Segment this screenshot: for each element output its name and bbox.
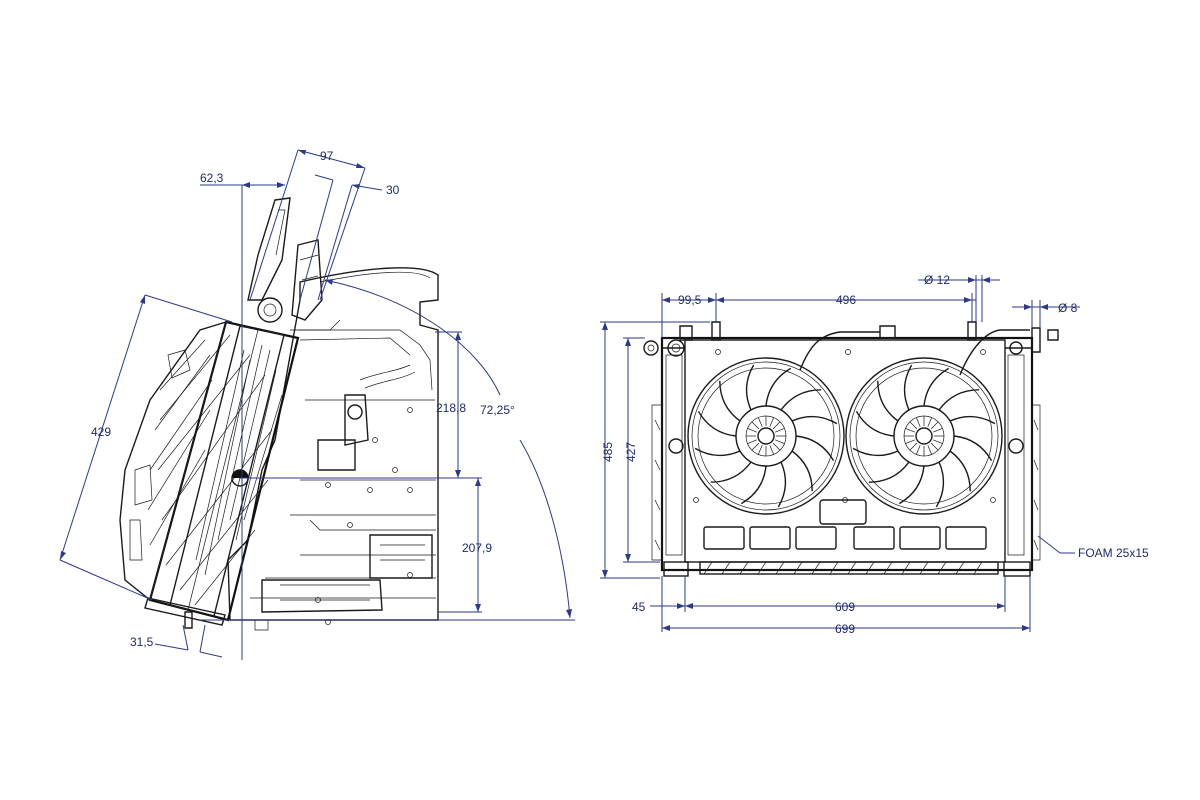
dim-dia-8: Ø 8 [1058,301,1078,315]
dim-99-5: 99,5 [678,293,702,307]
dim-dia-12: Ø 12 [924,273,950,287]
vent-slot-3 [795,526,837,550]
dim-30: 30 [386,183,400,197]
vent-slot-6 [945,526,987,550]
dim-angle-72-25: 72,25° [480,403,515,417]
front-motor-plate [819,499,867,525]
dim-207-9: 207,9 [462,541,492,555]
front-view: 99,5 496 Ø 12 Ø 8 485 427 45 609 699 FOA… [600,273,1149,636]
dim-609: 609 [835,600,855,614]
dim-62-3: 62,3 [200,171,224,185]
fan-2 [845,357,1003,515]
foam-label: FOAM 25x15 [1078,546,1149,560]
dim-485: 485 [601,442,615,462]
dim-218-8: 218,8 [436,401,466,415]
dim-699: 699 [835,622,855,636]
dim-427: 427 [624,442,638,462]
dim-45: 45 [632,600,646,614]
front-fans [687,357,1003,515]
side-housing [227,267,439,625]
side-dimensions [59,149,575,660]
vent-slot-1 [703,526,745,550]
side-view: 62,3 97 30 429 218,8 72,25° 207,9 31,5 [59,149,575,660]
front-outer-frame [660,336,1034,572]
vent-slot-4 [853,526,895,550]
dim-496: 496 [836,293,856,307]
vent-slot-2 [749,526,791,550]
dim-429: 429 [91,425,111,439]
front-vent-slots [703,526,987,550]
side-top-bracket [247,197,341,331]
side-fan-shroud [119,320,228,602]
dim-31-5: 31,5 [130,635,154,649]
vent-slot-5 [899,526,941,550]
front-dimensions [600,275,1080,632]
dim-97: 97 [320,149,334,163]
front-hatching [703,561,983,575]
fan-1 [687,357,845,515]
front-foam-strip [699,561,999,575]
front-inner-frame [684,339,1006,563]
